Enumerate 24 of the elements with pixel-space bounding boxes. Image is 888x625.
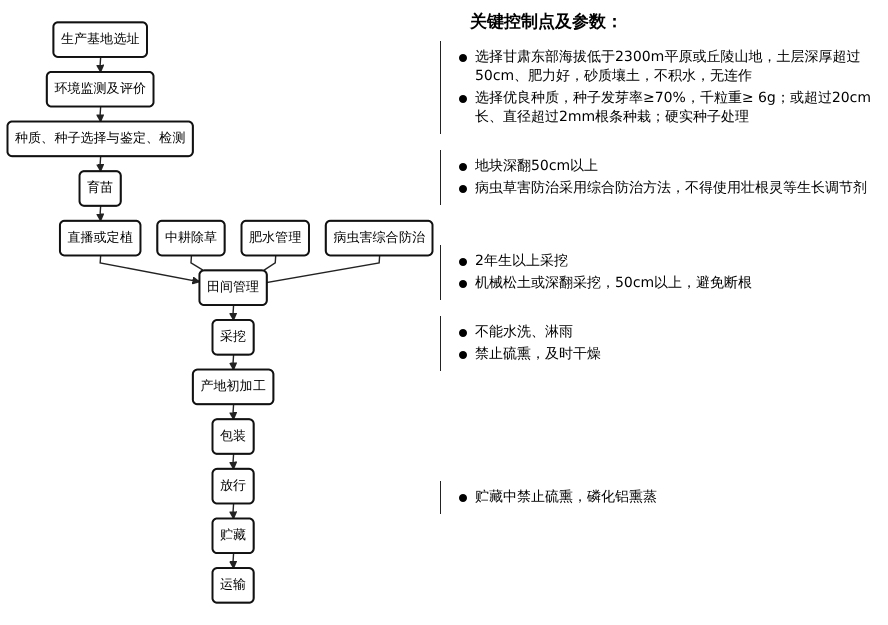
connector: [267, 256, 380, 284]
arrow: [229, 554, 238, 569]
connector: [190, 256, 205, 272]
arrow: [229, 404, 238, 420]
note-text: 2年生以上采挖: [475, 252, 568, 271]
note-text: 选择甘肃东部海拔低于2300m平原或丘陵山地，土层深厚超过50cm、肥力好，砂质壤土，不积水，无连作: [475, 48, 862, 86]
connector: [262, 256, 276, 272]
arrow: [96, 206, 104, 222]
arrow: [229, 355, 238, 370]
note-text: 禁止硫熏，及时干燥: [475, 345, 601, 364]
arrow: [96, 106, 104, 122]
note-text: 选择优良种质，种子发芽率≥70%，千粒重≥ 6g；或超过20cm长、直径超过2mm根条种栽；硬实种子处理: [475, 89, 872, 127]
arrow: [229, 504, 238, 520]
heading: 关键控制点及参数：: [470, 11, 623, 33]
arrow: [96, 156, 104, 172]
note-text: 贮藏中禁止硫熏，磷化铝熏蒸: [475, 488, 657, 507]
note-text: 不能水洗、淋雨: [475, 323, 573, 342]
note-text: 地块深翻50cm以上: [475, 157, 598, 176]
note-text: 机械松土或深翻采挖，50cm以上，避免断根: [475, 274, 752, 293]
arrow: [99, 256, 200, 285]
arrow: [229, 305, 238, 321]
arrow: [96, 57, 104, 73]
note-text: 病虫草害防治采用综合防治方法，不得使用壮根灵等生长调节剂: [475, 179, 867, 198]
arrow: [229, 454, 238, 470]
